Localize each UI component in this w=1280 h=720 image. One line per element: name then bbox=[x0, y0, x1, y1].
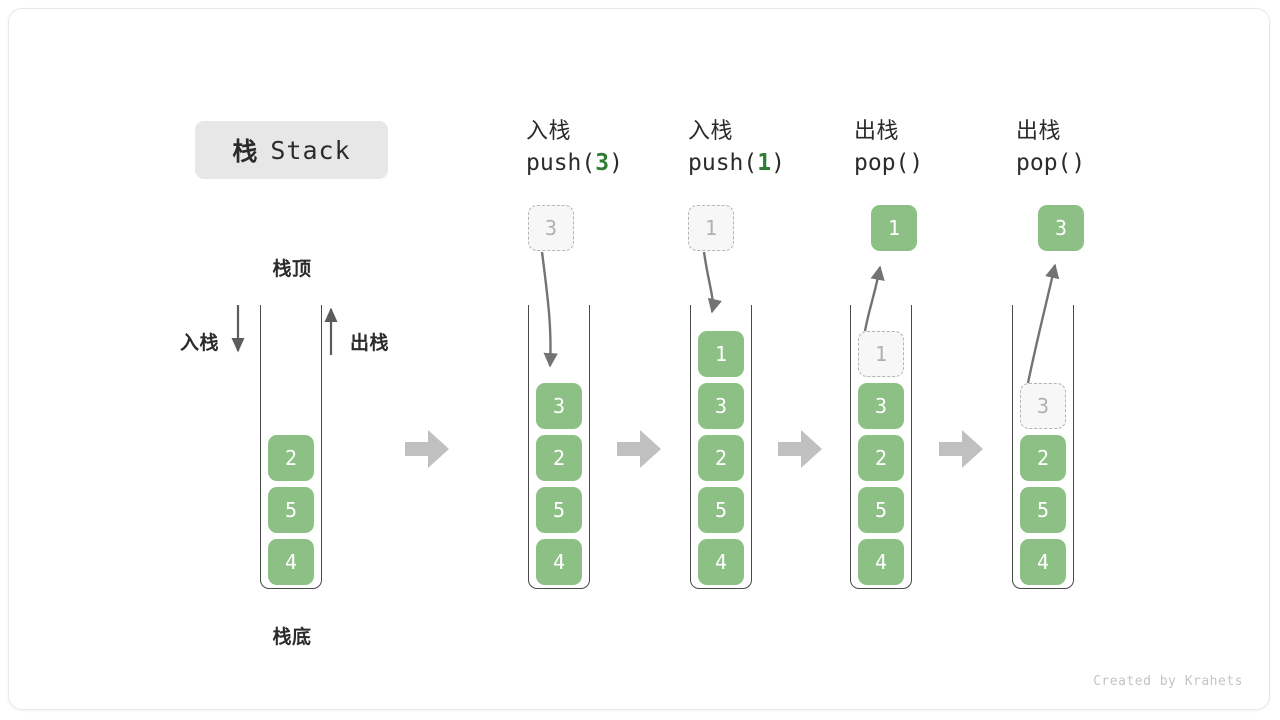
stack-column-push-3: 4 5 2 3 bbox=[528, 305, 590, 589]
stack-cell: 3 bbox=[698, 383, 744, 429]
stack-items-pop-3: 4 5 2 3 bbox=[1012, 383, 1074, 585]
op-prefix: push( bbox=[526, 149, 596, 176]
floating-cell-pop-1: 1 bbox=[871, 205, 917, 251]
floating-cell-pop-3: 3 bbox=[1038, 205, 1084, 251]
stage-arrow bbox=[405, 430, 449, 468]
stack-container bbox=[690, 305, 752, 589]
op-suffix: ) bbox=[909, 149, 924, 176]
column-header-push-3: 入栈 push(3) bbox=[526, 117, 726, 178]
title-en: Stack bbox=[270, 135, 351, 165]
stack-cell: 5 bbox=[858, 487, 904, 533]
op-arg: 3 bbox=[595, 149, 610, 176]
stage-arrow bbox=[617, 430, 661, 468]
op-suffix: ) bbox=[771, 149, 785, 176]
stack-cell: 2 bbox=[858, 435, 904, 481]
header-op: pop() bbox=[1016, 149, 1216, 178]
stack-cell: 4 bbox=[268, 539, 314, 585]
label-stack-bottom: 栈底 bbox=[272, 627, 312, 648]
title-cn: 栈 bbox=[232, 138, 259, 166]
stack-column-pop-3: 4 5 2 3 bbox=[1012, 305, 1074, 589]
stage-arrow bbox=[778, 430, 822, 468]
stack-cell: 2 bbox=[268, 435, 314, 481]
popped-cell: 1 bbox=[871, 205, 917, 251]
stack-cell: 4 bbox=[1020, 539, 1066, 585]
op-prefix: pop( bbox=[1016, 149, 1072, 176]
label-pop-side: 出栈 bbox=[350, 333, 390, 354]
op-prefix: pop( bbox=[854, 149, 910, 176]
column-header-pop-1: 出栈 pop() bbox=[854, 117, 1054, 178]
ghost-cell: 1 bbox=[688, 205, 734, 251]
stack-items-push-3: 4 5 2 3 bbox=[528, 383, 590, 585]
stack-cell: 2 bbox=[536, 435, 582, 481]
stack-container bbox=[1012, 305, 1074, 589]
floating-cell-push-1: 1 bbox=[688, 205, 734, 251]
stack-cell: 5 bbox=[698, 487, 744, 533]
stack-cell: 2 bbox=[698, 435, 744, 481]
stack-column-push-1: 4 5 2 3 1 bbox=[690, 305, 752, 589]
stack-container bbox=[528, 305, 590, 589]
stack-container bbox=[850, 305, 912, 589]
stack-cell: 5 bbox=[1020, 487, 1066, 533]
header-cn: 出栈 bbox=[854, 118, 900, 143]
header-op: push(1) bbox=[688, 149, 888, 178]
stack-cell: 3 bbox=[536, 383, 582, 429]
stack-cell: 4 bbox=[536, 539, 582, 585]
op-suffix: ) bbox=[609, 149, 623, 176]
stack-column-initial: 4 5 2 bbox=[260, 305, 322, 589]
stack-items-pop-1: 4 5 2 3 1 bbox=[850, 331, 912, 585]
floating-cell-push-3: 3 bbox=[528, 205, 574, 251]
column-header-push-1: 入栈 push(1) bbox=[688, 117, 888, 178]
header-op: push(3) bbox=[526, 149, 726, 178]
ghost-cell: 3 bbox=[528, 205, 574, 251]
stack-items-initial: 4 5 2 bbox=[260, 435, 322, 585]
header-cn: 出栈 bbox=[1016, 118, 1062, 143]
credit-text: Created by Krahets bbox=[1093, 674, 1243, 689]
label-stack-top: 栈顶 bbox=[272, 259, 312, 280]
popped-cell: 3 bbox=[1038, 205, 1084, 251]
stack-cell: 1 bbox=[698, 331, 744, 377]
stack-cell: 2 bbox=[1020, 435, 1066, 481]
stack-column-pop-1: 4 5 2 3 1 bbox=[850, 305, 912, 589]
stack-container bbox=[260, 305, 322, 589]
diagram-arrows bbox=[231, 251, 1060, 468]
page-title: 栈 Stack bbox=[195, 121, 388, 179]
column-header-pop-3: 出栈 pop() bbox=[1016, 117, 1216, 178]
push-flow-arrow bbox=[702, 251, 722, 314]
stack-cell: 4 bbox=[698, 539, 744, 585]
label-push-side: 入栈 bbox=[180, 333, 220, 354]
stage-arrow bbox=[939, 430, 983, 468]
stack-cell: 5 bbox=[536, 487, 582, 533]
header-cn: 入栈 bbox=[688, 118, 734, 143]
header-cn: 入栈 bbox=[526, 118, 572, 143]
diagram-card: 栈 Stack 4 5 2 栈顶 栈底 入栈 出栈 入栈 push(3) 3 4… bbox=[8, 8, 1270, 710]
ghost-cell: 1 bbox=[858, 331, 904, 377]
stack-cell: 4 bbox=[858, 539, 904, 585]
stack-cell: 5 bbox=[268, 487, 314, 533]
stack-cell: 3 bbox=[858, 383, 904, 429]
stack-items-push-1: 4 5 2 3 1 bbox=[690, 331, 752, 585]
ghost-cell: 3 bbox=[1020, 383, 1066, 429]
op-prefix: push( bbox=[688, 149, 758, 176]
op-arg: 1 bbox=[757, 149, 772, 176]
header-op: pop() bbox=[854, 149, 1054, 178]
op-suffix: ) bbox=[1071, 149, 1086, 176]
